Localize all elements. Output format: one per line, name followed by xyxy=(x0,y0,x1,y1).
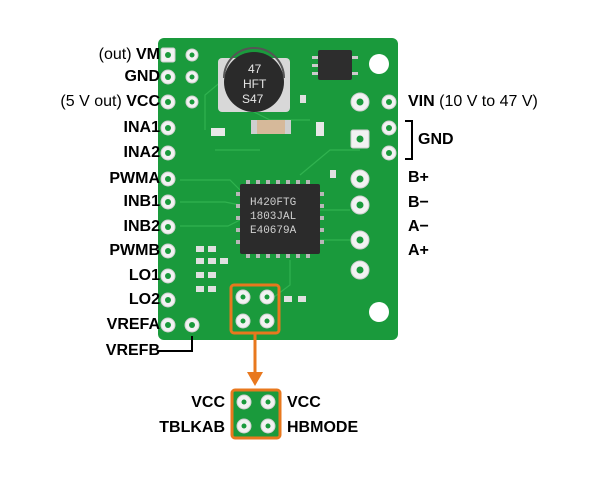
label-ina1: INA1 xyxy=(0,118,160,138)
label-ina2: INA2 xyxy=(0,143,160,163)
gnd-bracket xyxy=(405,120,413,160)
label-gnd-left: GND xyxy=(0,67,160,87)
label-b-minus: B− xyxy=(408,193,429,213)
inset-hbmode: HBMODE xyxy=(287,419,359,436)
capacitor-text-1: 47 xyxy=(248,62,262,76)
label-inb1: INB1 xyxy=(0,192,160,212)
callout-arrow xyxy=(247,334,263,386)
label-lo1: LO1 xyxy=(0,266,160,286)
ic-marking-1: H420FTG xyxy=(250,197,296,209)
label-ina2-name: INA2 xyxy=(123,144,160,161)
inset-tblkab: TBLKAB xyxy=(159,419,225,436)
label-vm: (out) VM xyxy=(0,45,160,65)
board-jumper-block xyxy=(229,283,281,335)
label-vin-desc: (10 V to 47 V) xyxy=(434,93,538,110)
label-vrefb: VREFB xyxy=(0,341,160,361)
inset-vcc-right: VCC xyxy=(287,394,321,411)
label-lo2-name: LO2 xyxy=(128,291,160,308)
label-b-minus-name: B− xyxy=(408,194,429,211)
label-vcc-name: VCC xyxy=(126,93,160,110)
label-pwma: PWMA xyxy=(0,169,160,189)
smd-parts xyxy=(196,95,336,302)
ic-marking-2: 1803JAL xyxy=(250,211,296,223)
label-lo2: LO2 xyxy=(0,290,160,310)
label-b-plus-name: B+ xyxy=(408,169,429,186)
label-vrefa: VREFA xyxy=(0,315,160,335)
label-pwma-name: PWMA xyxy=(109,170,160,187)
label-vm-name: VM xyxy=(136,46,160,63)
label-vrefa-name: VREFA xyxy=(106,316,160,333)
regulator-chip xyxy=(318,50,352,80)
mounting-hole xyxy=(369,54,389,74)
label-lo1-name: LO1 xyxy=(128,267,160,284)
inset-vcc-left: VCC xyxy=(191,394,225,411)
label-gnd-left-name: GND xyxy=(124,68,160,85)
label-vcc: (5 V out) VCC xyxy=(0,92,160,112)
inset-label-bottom-right: HBMODE xyxy=(287,418,358,438)
label-vrefb-name: VREFB xyxy=(105,342,160,359)
driver-ic: H420FTG 1803JAL E40679A xyxy=(236,180,324,258)
vrefb-leader-line xyxy=(158,336,193,352)
label-pwmb: PWMB xyxy=(0,241,160,261)
label-inb2-name: INB2 xyxy=(123,218,160,235)
inset-jumper-block xyxy=(230,388,282,440)
capacitor-text-2: HFT xyxy=(243,77,267,91)
label-gnd-right: GND xyxy=(418,130,454,150)
label-vin: VIN (10 V to 47 V) xyxy=(408,92,538,112)
ic-marking-3: E40679A xyxy=(250,225,297,237)
label-b-plus: B+ xyxy=(408,168,429,188)
label-a-plus: A+ xyxy=(408,241,429,261)
capacitor: 47 HFT S47 xyxy=(218,47,290,112)
label-gnd-right-name: GND xyxy=(418,131,454,148)
label-a-minus-name: A− xyxy=(408,218,429,235)
shunt-resistor xyxy=(255,120,287,134)
capacitor-text-3: S47 xyxy=(242,92,264,106)
label-inb1-name: INB1 xyxy=(123,193,160,210)
inset-label-top-left: VCC xyxy=(180,393,225,413)
label-a-minus: A− xyxy=(408,217,429,237)
inset-label-bottom-left: TBLKAB xyxy=(125,418,225,438)
label-a-plus-name: A+ xyxy=(408,242,429,259)
label-vcc-prefix: (5 V out) xyxy=(60,93,127,110)
right-pin-header xyxy=(350,92,397,280)
label-vm-prefix: (out) xyxy=(98,46,136,63)
label-inb2: INB2 xyxy=(0,217,160,237)
label-ina1-name: INA1 xyxy=(123,119,160,136)
label-pwmb-name: PWMB xyxy=(109,242,160,259)
left-pin-header xyxy=(160,47,200,333)
mounting-hole xyxy=(369,302,389,322)
inset-label-top-right: VCC xyxy=(287,393,321,413)
label-vin-name: VIN xyxy=(408,93,435,110)
